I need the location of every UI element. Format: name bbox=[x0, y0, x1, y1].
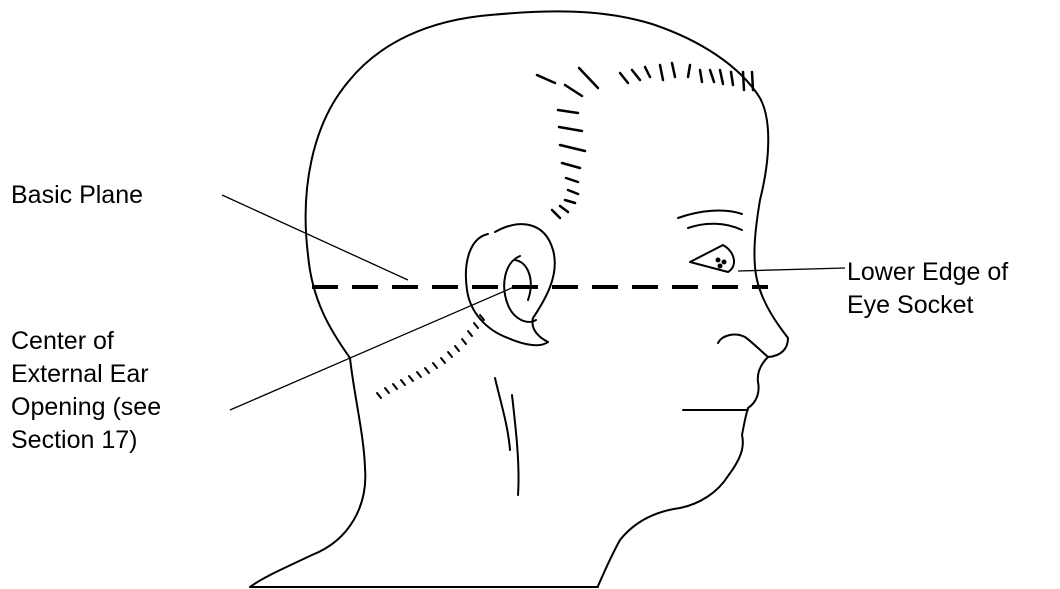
ear-opening-label-line: Opening (see bbox=[11, 391, 161, 424]
hairline-strokes bbox=[537, 63, 753, 218]
eye-socket-leader bbox=[738, 268, 845, 271]
eye-socket-label-line: Eye Socket bbox=[847, 289, 1008, 322]
ear-opening-label-line: Section 17) bbox=[11, 424, 161, 457]
ear-opening-label: Center of External Ear Opening (see Sect… bbox=[11, 325, 161, 457]
eye-socket-label-line: Lower Edge of bbox=[847, 256, 1008, 289]
ear-opening-label-line: External Ear bbox=[11, 358, 161, 391]
neck-hairline bbox=[377, 315, 484, 398]
basic-plane-label: Basic Plane bbox=[11, 179, 143, 212]
eye-socket-label: Lower Edge of Eye Socket bbox=[847, 256, 1008, 322]
eye-and-brow bbox=[678, 211, 742, 272]
ear-opening-leader bbox=[230, 287, 514, 410]
basic-plane-leader bbox=[222, 195, 408, 280]
ear-opening-label-line: Center of bbox=[11, 325, 161, 358]
head-outline bbox=[250, 11, 788, 587]
ear bbox=[466, 224, 555, 495]
